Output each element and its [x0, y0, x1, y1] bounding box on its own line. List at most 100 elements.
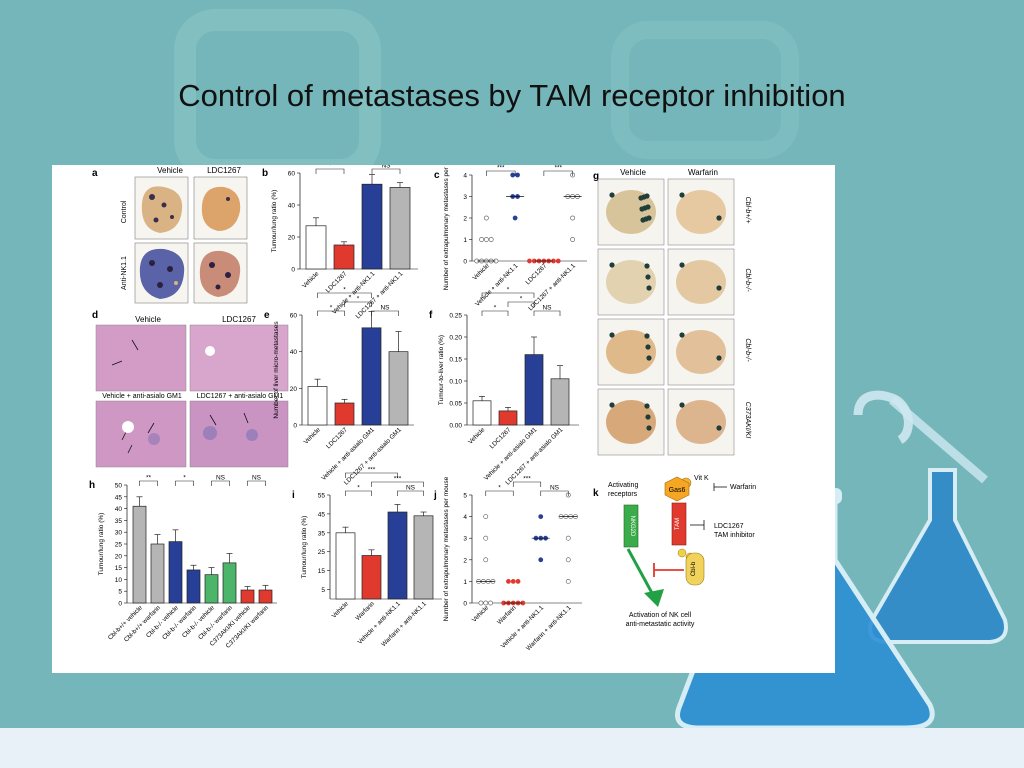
y-tick-label: 45 — [115, 494, 123, 501]
metastasis-spot — [609, 192, 615, 198]
bar — [258, 589, 273, 604]
metastasis-spot — [644, 333, 650, 339]
slide-title: Control of metastases by TAM receptor in… — [178, 78, 846, 113]
panel-d-label: LDC1267 + anti-asialo GM1 — [197, 393, 284, 400]
metastasis-spot — [646, 285, 652, 291]
y-tick-label: 15 — [318, 568, 326, 575]
y-tick-label: 20 — [115, 553, 123, 560]
figure-canvas: a Vehicle LDC1267 Control Anti-NK1.1 — [89, 165, 756, 652]
significance-label: * — [357, 296, 360, 303]
chart-panel-f: f0.000.050.100.150.200.25Tumour-to-liver… — [429, 287, 579, 486]
bar — [305, 225, 327, 270]
y-tick-label: 30 — [115, 530, 123, 537]
panel-letter-k: k — [593, 488, 599, 499]
panel-letter-g: g — [593, 171, 599, 182]
significance-bracket — [247, 480, 266, 486]
y-tick-label: 5 — [118, 589, 122, 596]
y-axis-label: Tumour/lung ratio (%) — [301, 516, 308, 579]
y-tick-label: 20 — [290, 386, 298, 393]
panel-letter-a: a — [92, 168, 98, 179]
significance-bracket — [481, 310, 509, 316]
y-tick-label: 1 — [463, 579, 467, 586]
y-tick-label: 0 — [293, 423, 297, 430]
data-point — [515, 172, 520, 178]
panel-d-label: Vehicle + anti-asialo GM1 — [102, 393, 182, 400]
x-tick-label: Vehicle — [471, 604, 491, 624]
bar — [204, 574, 219, 604]
y-tick-label: 5 — [463, 493, 467, 500]
bar — [240, 589, 255, 604]
significance-label: *** — [554, 165, 562, 172]
panel-letter-d: d — [92, 310, 98, 321]
metastasis-spot — [716, 355, 722, 361]
warfarin-label: Warfarin — [730, 484, 756, 491]
y-tick-label: 5 — [321, 587, 325, 594]
panel-g-row-label: Cbl-b+/+ — [744, 197, 751, 224]
panel-letter: c — [434, 170, 440, 181]
lung-photo — [134, 176, 189, 240]
significance-label: NS — [550, 485, 560, 492]
metastasis-spot — [639, 206, 645, 212]
significance-label: *** — [523, 476, 531, 483]
nkg2d-label: NKG2D — [629, 516, 635, 537]
lung-photo-grid — [597, 178, 735, 456]
data-point — [510, 578, 516, 584]
significance-bracket — [345, 490, 372, 496]
y-tick-label: 25 — [318, 549, 326, 556]
data-point — [565, 535, 571, 541]
activation-arrow-line — [626, 548, 654, 594]
y-tick-label: 20 — [288, 235, 296, 242]
significance-bracket — [507, 301, 535, 307]
bar — [333, 244, 355, 270]
x-tick-label: LDC1267 — [325, 426, 349, 450]
lung-tissue — [606, 260, 656, 304]
metastasis-spot — [679, 332, 685, 338]
metastasis-spot — [646, 425, 652, 431]
significance-label: NS — [252, 475, 262, 482]
metastasis-spot — [716, 215, 722, 221]
panel-a-row-label: Control — [121, 200, 128, 223]
x-tick-label: Vehicle — [301, 270, 321, 290]
bottom-band — [0, 728, 1024, 768]
significance-bracket — [317, 292, 372, 298]
metastasis-spot — [646, 355, 652, 361]
y-axis-label: Number of extrapulmonary metastases per … — [443, 476, 450, 621]
significance-label: * — [494, 305, 497, 312]
significance-label: *** — [368, 467, 376, 474]
ldc-label: TAM inhibitor — [714, 532, 755, 539]
significance-bracket — [317, 310, 345, 316]
panel-a-row-label: Anti-NK1.1 — [121, 256, 128, 290]
cblb-protein — [685, 552, 705, 586]
micrometastasis — [203, 426, 217, 440]
x-tick-label: Vehicle — [331, 600, 351, 620]
phospho-circle — [677, 548, 687, 558]
bar — [389, 187, 411, 270]
tam-label: TAM — [675, 518, 681, 530]
data-point — [483, 237, 489, 242]
activation-label: anti-metastatic activity — [626, 621, 695, 628]
y-tick-label: 15 — [115, 565, 123, 572]
data-point — [555, 258, 561, 264]
cblb-label: Cbl-b — [691, 561, 697, 576]
tam-receptor — [671, 502, 687, 546]
y-tick-label: 0.05 — [449, 401, 462, 408]
metastasis-spot — [644, 263, 650, 269]
metastasis-spot — [609, 332, 615, 338]
metastasis-spot — [645, 274, 651, 280]
bar — [387, 511, 408, 600]
nkg2d-receptor — [623, 504, 639, 548]
bar — [222, 562, 237, 604]
data-point — [565, 557, 571, 563]
data-point — [483, 600, 489, 606]
data-point — [570, 237, 576, 242]
metastasis-spot — [609, 402, 615, 408]
lung-photo — [193, 242, 248, 304]
significance-label: *** — [394, 476, 402, 483]
significance-bracket — [485, 490, 514, 496]
x-tick-label: Warfarin — [354, 600, 376, 622]
significance-bracket — [371, 310, 399, 316]
bar — [498, 410, 518, 426]
